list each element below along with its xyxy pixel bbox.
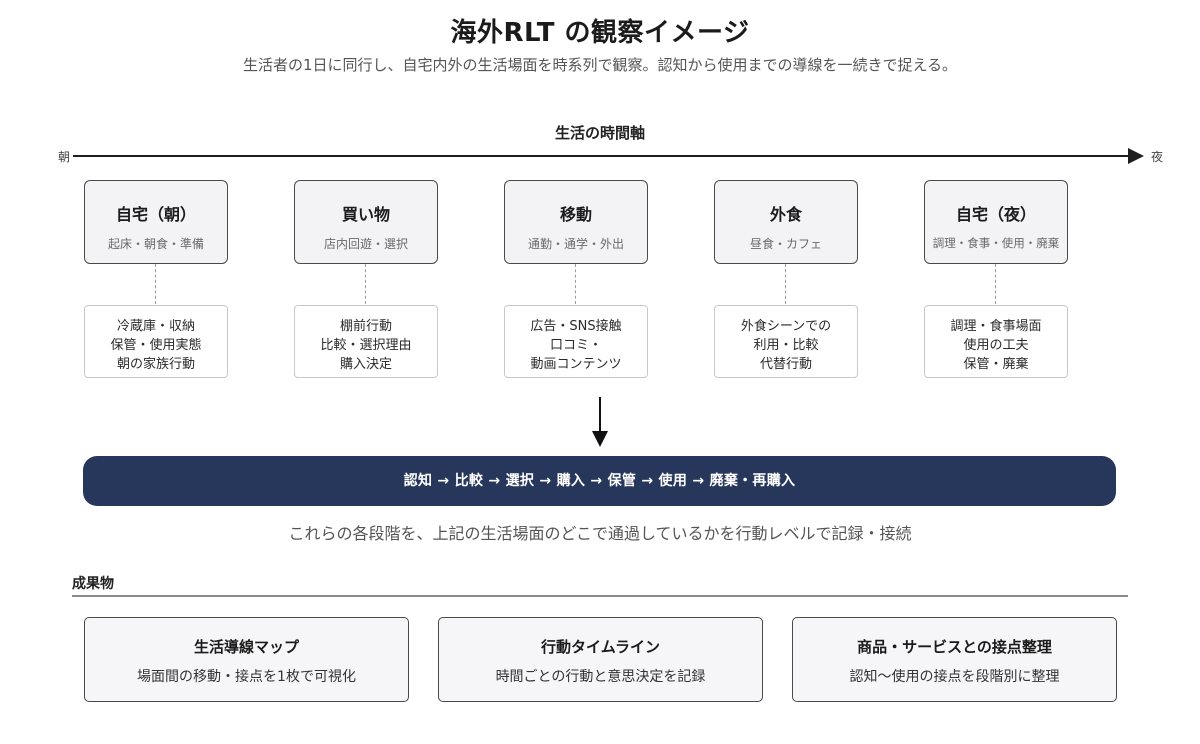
process-flow-bar: 認知 → 比較 → 選択 → 購入 → 保管 → 使用 → 廃棄・再購入 xyxy=(83,456,1116,506)
scene-detail-card: 棚前行動 比較・選択理由 購入決定 xyxy=(294,305,438,378)
scene-detail-card: 広告・SNS接触 口コミ・ 動画コンテンツ xyxy=(504,305,648,378)
scene-subtitle: 通勤・通学・外出 xyxy=(527,237,624,251)
scene-connector xyxy=(575,264,576,304)
scene-title: 移動 xyxy=(559,205,592,224)
scene-subtitle: 起床・朝食・準備 xyxy=(107,237,204,251)
detail-line: 動画コンテンツ xyxy=(530,357,622,372)
detail-line: 保管・廃棄 xyxy=(963,357,1029,372)
scene-card-home-night: 自宅（夜） 調理・食事・使用・廃棄 xyxy=(924,180,1068,264)
scene-title: 自宅（朝） xyxy=(115,205,196,224)
detail-line: 朝の家族行動 xyxy=(116,357,195,372)
deliverable-title: 商品・サービスとの接点整理 xyxy=(857,638,1052,656)
deliverable-card-timeline: 行動タイムライン 時間ごとの行動と意思決定を記録 xyxy=(438,617,763,702)
scene-subtitle: 調理・食事・使用・廃棄 xyxy=(932,236,1060,250)
detail-line: 代替行動 xyxy=(759,357,812,372)
scene-title: 外食 xyxy=(769,205,802,224)
scene-detail-card: 冷蔵庫・収納 保管・使用実態 朝の家族行動 xyxy=(84,305,228,378)
scene-card-eating-out: 外食 昼食・カフェ xyxy=(714,180,858,264)
deliverable-description: 場面間の移動・接点を1枚で可視化 xyxy=(137,669,356,685)
scene-detail-card: 調理・食事場面 使用の工夫 保管・廃棄 xyxy=(924,305,1068,378)
detail-line: 利用・比較 xyxy=(753,338,819,353)
scene-card-shopping: 買い物 店内回遊・選択 xyxy=(294,180,438,264)
detail-line: 棚前行動 xyxy=(339,319,392,334)
timeline-label: 生活の時間軸 xyxy=(554,124,645,142)
detail-line: 調理・食事場面 xyxy=(950,319,1042,334)
detail-line: 冷蔵庫・収納 xyxy=(116,319,195,334)
detail-line: 口コミ・ xyxy=(549,338,602,353)
scene-detail-card: 外食シーンでの 利用・比較 代替行動 xyxy=(714,305,858,378)
scene-connector xyxy=(995,264,996,304)
scene-connector xyxy=(785,264,786,304)
detail-line: 広告・SNS接触 xyxy=(530,319,622,334)
deliverable-card-life-map: 生活導線マップ 場面間の移動・接点を1枚で可視化 xyxy=(84,617,409,702)
page-subtitle: 生活者の1日に同行し、自宅内外の生活場面を時系列で観察。認知から使用までの導線を… xyxy=(242,56,958,74)
detail-line: 外食シーンでの xyxy=(740,319,832,334)
deliverable-title: 行動タイムライン xyxy=(541,638,660,656)
timeline-end-label: 夜 xyxy=(1151,150,1164,164)
page-title: 海外RLT の観察イメージ xyxy=(450,18,750,48)
timeline-axis-line xyxy=(73,155,1130,157)
detail-line: 保管・使用実態 xyxy=(110,338,202,353)
down-arrow-shaft xyxy=(599,397,601,433)
scene-title: 買い物 xyxy=(341,205,390,224)
scene-connector xyxy=(155,264,156,304)
detail-line: 比較・選択理由 xyxy=(320,338,412,353)
scene-card-commute: 移動 通勤・通学・外出 xyxy=(504,180,648,264)
deliverable-description: 認知〜使用の接点を段階別に整理 xyxy=(849,669,1060,685)
scene-subtitle: 店内回遊・選択 xyxy=(323,237,408,251)
deliverable-card-touchpoints: 商品・サービスとの接点整理 認知〜使用の接点を段階別に整理 xyxy=(792,617,1117,702)
timeline-start-label: 朝 xyxy=(58,150,71,164)
deliverable-title: 生活導線マップ xyxy=(193,638,299,656)
deliverables-divider xyxy=(72,595,1128,597)
process-caption: これらの各段階を、上記の生活場面のどこで通過しているかを行動レベルで記録・接続 xyxy=(288,524,912,543)
scene-subtitle: 昼食・カフェ xyxy=(749,237,822,251)
scene-title: 自宅（夜） xyxy=(955,205,1036,224)
timeline-arrowhead xyxy=(1128,148,1144,164)
scene-connector xyxy=(365,264,366,304)
deliverables-heading: 成果物 xyxy=(72,576,114,592)
detail-line: 使用の工夫 xyxy=(963,338,1029,353)
detail-line: 購入決定 xyxy=(339,357,392,372)
down-arrow-icon xyxy=(592,431,608,447)
deliverable-description: 時間ごとの行動と意思決定を記録 xyxy=(495,669,706,685)
scene-card-home-morning: 自宅（朝） 起床・朝食・準備 xyxy=(84,180,228,264)
